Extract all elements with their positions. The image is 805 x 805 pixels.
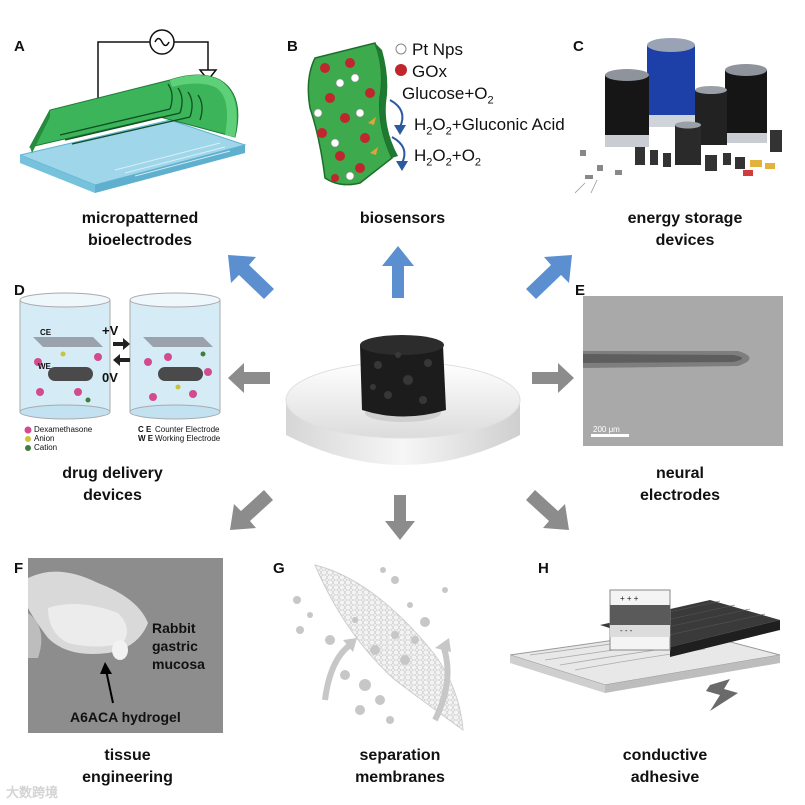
panel-letter-b: B <box>287 38 298 55</box>
biosensor-illustration <box>307 42 398 186</box>
reaction-curved-arrows <box>389 99 408 171</box>
panel-letter-d: D <box>14 282 25 299</box>
panel-letter-a: A <box>14 38 25 55</box>
caption-h-line2: adhesive <box>630 769 700 786</box>
r2-h: H <box>414 115 427 134</box>
arrow-to-f <box>230 490 273 530</box>
label-gastric: gastric <box>152 638 198 654</box>
arrow-to-c <box>526 255 572 299</box>
panel-letter-f: F <box>14 560 24 577</box>
caption-b: biosensors <box>330 208 475 230</box>
label-we: WE <box>38 362 51 371</box>
legend-we-abbr: W E <box>138 434 154 443</box>
caption-c-line2: devices <box>655 232 715 249</box>
legend-anion: Anion <box>34 434 55 443</box>
separation-membrane-illustration <box>293 564 464 732</box>
capacitors-illustration <box>575 38 782 194</box>
arrow-to-g <box>385 495 415 540</box>
caption-d: drug delivery devices <box>30 463 195 507</box>
legend-ce-abbr: C E <box>138 425 152 434</box>
watermark-text: 大数跨境 <box>6 785 59 800</box>
legend-dexamethasone: Dexamethasone <box>34 425 93 434</box>
scalebar-label: 200 μm <box>593 425 620 434</box>
r3-sub3: 2 <box>474 156 482 169</box>
arrow-to-a <box>228 255 274 299</box>
tissue-engineering-photo <box>28 558 223 733</box>
conductive-adhesive-illustration: + + + - - - <box>510 589 781 711</box>
reaction-glucose-text: Glucose+O <box>402 84 488 103</box>
caption-c: energy storage devices <box>605 208 765 252</box>
caption-c-line1: energy storage <box>627 210 743 227</box>
arrow-to-e <box>532 363 574 393</box>
r3-h: H <box>414 146 427 165</box>
drug-delivery-illustration <box>19 292 221 451</box>
label-mucosa: mucosa <box>152 656 205 672</box>
panel-letter-h: H <box>538 560 549 577</box>
label-plus-v: +V <box>102 323 119 338</box>
caption-d-line2: devices <box>83 487 142 504</box>
caption-g-line1: separation <box>359 747 441 764</box>
caption-d-line1: drug delivery <box>62 465 163 482</box>
legend-cation: Cation <box>34 443 58 452</box>
caption-e: neural electrodes <box>610 463 750 507</box>
biosensor-legend-icons <box>395 43 407 76</box>
legend-pt-nps: Pt Nps <box>412 40 464 59</box>
arrow-to-d <box>228 363 270 393</box>
label-a6aca-hydrogel: A6ACA hydrogel <box>70 709 181 725</box>
caption-e-line2: electrodes <box>639 487 721 504</box>
r2-sub1: 2 <box>426 125 433 138</box>
caption-f: tissue engineering <box>45 745 210 789</box>
r3-sub1: 2 <box>426 156 433 169</box>
panel-letter-c: C <box>573 38 584 55</box>
caption-f-line2: engineering <box>82 769 173 786</box>
central-hydrogel-sample <box>285 335 521 465</box>
caption-h: conductive adhesive <box>590 745 740 789</box>
caption-g-line2: membranes <box>355 769 445 786</box>
caption-a: micropatterned bioelectrodes <box>45 208 235 252</box>
panel-letter-g: G <box>273 560 285 577</box>
legend-ce-text: Counter Electrode <box>155 425 220 434</box>
reaction-glucose-sub: 2 <box>487 94 494 107</box>
legend-we-text: Working Electrode <box>155 434 221 443</box>
reaction-peroxide-oxygen: H2O2+O2 <box>414 146 481 168</box>
svg-text:+ + +: + + + <box>620 594 639 603</box>
r2-o: O <box>432 115 446 134</box>
caption-g: separation membranes <box>315 745 485 789</box>
label-rabbit: Rabbit <box>152 620 196 636</box>
svg-text:- - -: - - - <box>620 626 633 635</box>
caption-a-line1: micropatterned <box>81 210 199 227</box>
caption-b-line1: biosensors <box>359 210 446 227</box>
reaction-glucose: Glucose+O2 <box>402 84 494 106</box>
reaction-peroxide-gluconic: H2O2+Gluconic Acid <box>414 115 565 137</box>
arrow-to-b <box>382 246 414 298</box>
micropatterned-electrode-illustration <box>20 29 247 193</box>
r2-rest: +Gluconic Acid <box>451 115 565 134</box>
r3-sub2: 2 <box>445 156 452 169</box>
r3-o2: +O <box>451 146 475 165</box>
caption-e-line1: neural <box>655 465 704 482</box>
label-ce: CE <box>40 328 52 337</box>
r2-sub2: 2 <box>445 125 452 138</box>
caption-a-line2: bioelectrodes <box>87 232 193 249</box>
panel-letter-e: E <box>575 282 586 299</box>
caption-f-line1: tissue <box>104 747 151 764</box>
label-zero-v: 0V <box>102 370 118 385</box>
caption-h-line1: conductive <box>622 747 708 764</box>
legend-gox: GOx <box>412 62 447 81</box>
r3-o: O <box>432 146 446 165</box>
arrow-to-h <box>526 490 569 530</box>
neural-electrode-micrograph <box>583 296 783 446</box>
